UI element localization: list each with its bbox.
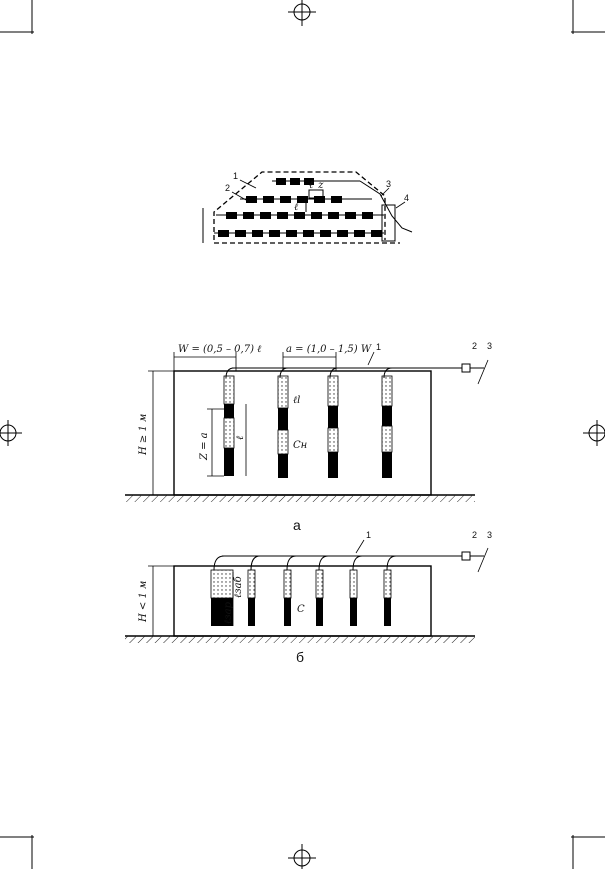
ground-hatch-a xyxy=(125,495,475,502)
ground-hatch-b xyxy=(125,636,475,643)
a-label-3: 3 xyxy=(487,341,492,351)
cl-mark: ℓl xyxy=(293,395,300,406)
registration-mark-left xyxy=(0,420,22,446)
l-zar-mark: ℓзар xyxy=(223,601,234,624)
borehole-a-2 xyxy=(277,375,289,478)
registration-mark-right xyxy=(583,420,605,446)
borehole-a-3 xyxy=(327,375,339,478)
pile-label-1: 1 xyxy=(233,171,238,181)
pile-outline xyxy=(213,171,386,240)
borehole-b-2 xyxy=(247,569,256,626)
registration-mark-bottom xyxy=(288,844,316,869)
pile-diagram: 1 2 3 4 ℓ_z ℓ xyxy=(202,171,413,244)
spacing-mark: ℓ_z xyxy=(309,180,324,191)
figure-b: 1 2 3 ℓзаб ℓзар C H < 1 м б xyxy=(125,530,492,665)
side-mark: ℓ xyxy=(294,202,298,213)
blasting-machine-a xyxy=(461,363,471,373)
height-label-b: H < 1 м xyxy=(138,581,149,623)
borehole-a-1 xyxy=(223,375,235,476)
detonator-box xyxy=(381,204,396,242)
pile-label-4: 4 xyxy=(404,193,409,203)
b-label-2: 2 xyxy=(472,530,477,540)
charge-row-2 xyxy=(240,196,372,203)
caption-b: б xyxy=(296,649,304,665)
a-formula: a = (1,0 – 1,5) W xyxy=(286,344,372,355)
l-zab-mark: ℓзаб xyxy=(233,575,244,598)
borehole-b-3 xyxy=(283,569,292,626)
charge-row-4 xyxy=(214,230,384,237)
a-label-1: 1 xyxy=(376,342,381,352)
c-mark: C xyxy=(297,604,305,615)
charge-row-3 xyxy=(216,212,384,219)
registration-mark-top xyxy=(288,0,316,26)
z-formula: Z = a xyxy=(199,432,210,461)
l-mark: ℓ xyxy=(235,436,246,440)
cn-mark: Cн xyxy=(293,440,307,451)
borehole-b-1 xyxy=(210,569,234,626)
w-formula: W = (0,5 – 0,7) ℓ xyxy=(178,344,261,355)
charge-row-1 xyxy=(272,178,360,185)
borehole-b-6 xyxy=(383,569,392,626)
caption-a: а xyxy=(293,517,301,533)
b-label-3: 3 xyxy=(487,530,492,540)
borehole-b-5 xyxy=(349,569,358,626)
pile-label-3: 3 xyxy=(386,179,391,189)
b-label-1: 1 xyxy=(366,530,371,540)
blasting-machine-b xyxy=(461,551,471,561)
borehole-a-4 xyxy=(381,375,393,478)
pile-label-2: 2 xyxy=(225,183,230,193)
borehole-b-4 xyxy=(315,569,324,626)
figure-a: W = (0,5 – 0,7) ℓ a = (1,0 – 1,5) W 1 2 … xyxy=(125,341,492,533)
a-label-2: 2 xyxy=(472,341,477,351)
firing-line xyxy=(359,180,413,233)
height-label-a: H ≥ 1 м xyxy=(138,414,149,456)
